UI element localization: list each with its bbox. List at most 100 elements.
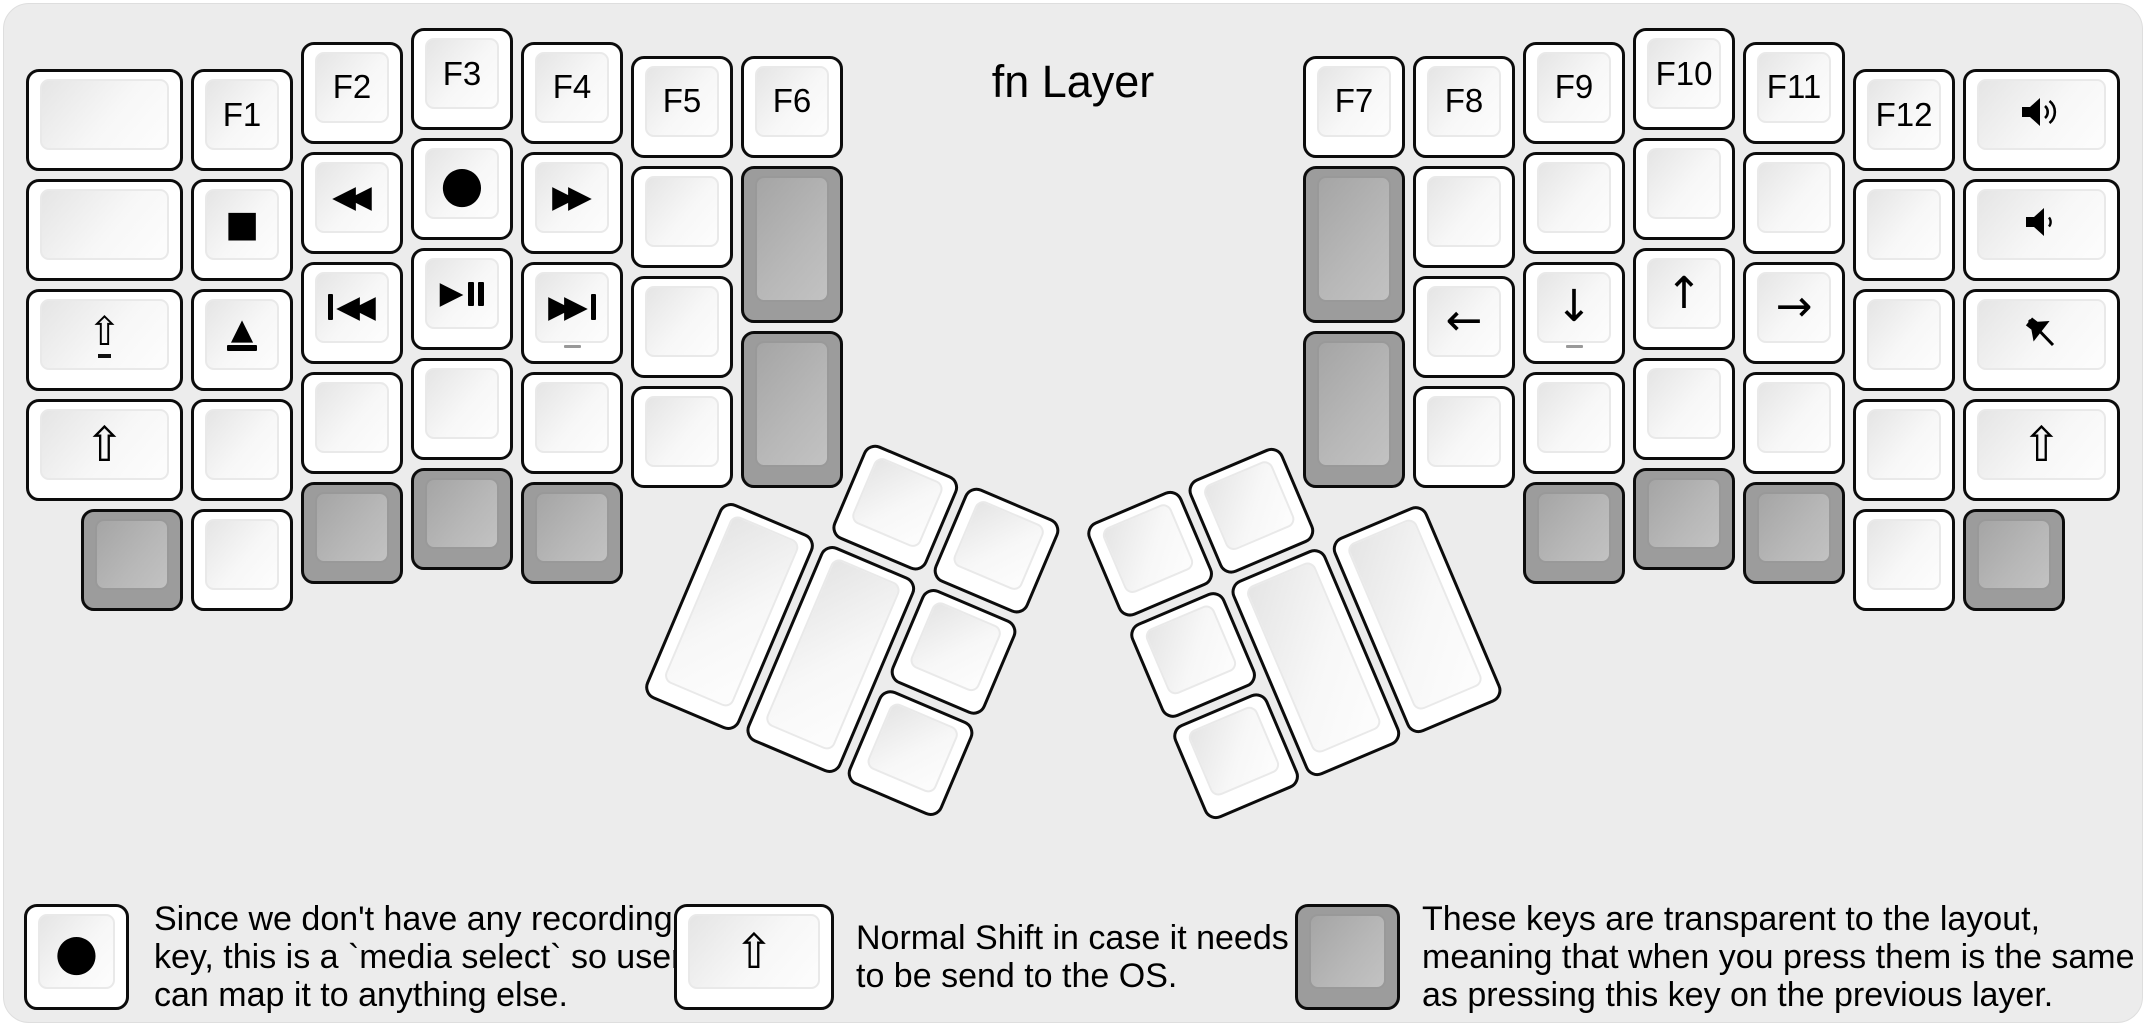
key-label: F4 [552, 68, 592, 106]
keytop [1427, 395, 1501, 467]
key-transparent [741, 330, 843, 488]
key-label: F9 [1554, 68, 1594, 106]
keytop [1537, 491, 1611, 563]
key-blank [631, 165, 733, 268]
key-blank [1743, 151, 1845, 254]
keytop [1867, 409, 1941, 481]
keytop [1757, 491, 1831, 563]
rewind-icon: ◀◀ [332, 178, 372, 215]
keytop [1977, 519, 2051, 591]
keytop [1317, 340, 1391, 467]
key-blank [26, 179, 183, 282]
keytop: ⇧ [40, 299, 169, 371]
keytop [907, 599, 1004, 694]
keytop: F1 [205, 79, 279, 151]
key-blank [1633, 358, 1735, 460]
keytop [1647, 368, 1721, 439]
keytop [1186, 704, 1282, 799]
keytop: F3 [425, 38, 499, 109]
key-volume-up [1963, 69, 2120, 172]
legend-text-media-select: Since we don't have any recording key, t… [154, 900, 682, 1014]
key-blank [1413, 165, 1515, 268]
key-arrow-left: ← [1413, 275, 1515, 378]
keytop: ▶▶ [535, 271, 609, 343]
key-transparent [411, 468, 513, 570]
key-f11: F11 [1743, 41, 1845, 144]
key-f12: F12 [1853, 69, 1955, 172]
keytop [1309, 914, 1386, 989]
keytop: ↓ [1537, 271, 1611, 343]
keytop [1427, 175, 1501, 247]
key-f2: F2 [301, 41, 403, 144]
keytop: F5 [645, 65, 719, 137]
key-label: F12 [1875, 95, 1933, 133]
key-shift-right: ⇧ [1963, 399, 2120, 502]
record-icon: ● [54, 922, 99, 981]
keytop [425, 478, 499, 549]
shift-icon: ⇧ [2021, 416, 2062, 473]
key-legend-key-media-select: ● [24, 904, 129, 1010]
keytop [425, 368, 499, 439]
key-f6: F6 [741, 55, 843, 158]
keytop [205, 409, 279, 481]
keytop: ■ [205, 189, 279, 261]
keytop: F2 [315, 51, 389, 123]
keytop [205, 519, 279, 591]
volume-up-icon [2018, 95, 2065, 134]
key-eject: ▲ [191, 289, 293, 392]
keytop: ◀◀ [315, 161, 389, 233]
key-label: F7 [1334, 82, 1374, 119]
key-volume-down [1963, 179, 2120, 282]
key-f3: F3 [411, 28, 513, 130]
key-legend-key-transparent [1295, 904, 1400, 1010]
key-blank [301, 371, 403, 474]
keyboard-board: fn Layer Since we don't have any recordi… [3, 3, 2143, 1023]
keytop: ← [1427, 285, 1501, 357]
key-label: F1 [222, 95, 262, 133]
keytop: ⇧ [1977, 409, 2106, 481]
key-blank [1853, 289, 1955, 392]
key-blank [26, 69, 183, 172]
key-arrow-right: → [1743, 261, 1845, 364]
key-label: F11 [1766, 68, 1822, 106]
key-transparent [1633, 468, 1735, 570]
key-blank [1853, 179, 1955, 282]
keytop: ● [425, 148, 499, 219]
fast-forward-icon: ▶▶ [552, 178, 592, 215]
key-arrow-down: ↓ [1523, 261, 1625, 364]
key-transparent [1303, 330, 1405, 488]
key-arrow-up: ↑ [1633, 248, 1735, 350]
keytop: ↑ [1647, 258, 1721, 329]
keytop: F9 [1537, 51, 1611, 123]
arrow-right-icon: → [1775, 281, 1813, 333]
key-legend-key-shift: ⇧ [674, 904, 834, 1010]
keytop [1867, 189, 1941, 261]
key-transparent [1523, 481, 1625, 584]
layer-title: fn Layer [991, 56, 1155, 107]
key-blank [1633, 138, 1735, 240]
key-label: F8 [1444, 82, 1484, 119]
keytop [1100, 501, 1196, 596]
volume-down-icon [2022, 205, 2062, 244]
key-blank [631, 385, 733, 488]
keytop: ◀◀ [315, 271, 389, 343]
keytop [315, 491, 389, 563]
keytop [755, 340, 829, 467]
arrow-down-icon: ↓ [1555, 281, 1593, 333]
keytop [1537, 161, 1611, 233]
keytop [645, 175, 719, 247]
keytop [1867, 519, 1941, 591]
key-blank [191, 509, 293, 612]
keytop [1757, 381, 1831, 453]
key-caps-lock: ⇧ [26, 289, 183, 392]
key-blank [191, 399, 293, 502]
key-blank [1853, 399, 1955, 502]
arrow-up-icon: ↑ [1665, 267, 1703, 319]
key-mute [1963, 289, 2120, 392]
key-f10: F10 [1633, 28, 1735, 130]
keytop [950, 498, 1047, 593]
keytop [864, 700, 961, 796]
previous-track-icon: ◀◀ [328, 291, 376, 323]
keytop [40, 79, 169, 151]
key-blank [1853, 509, 1955, 612]
